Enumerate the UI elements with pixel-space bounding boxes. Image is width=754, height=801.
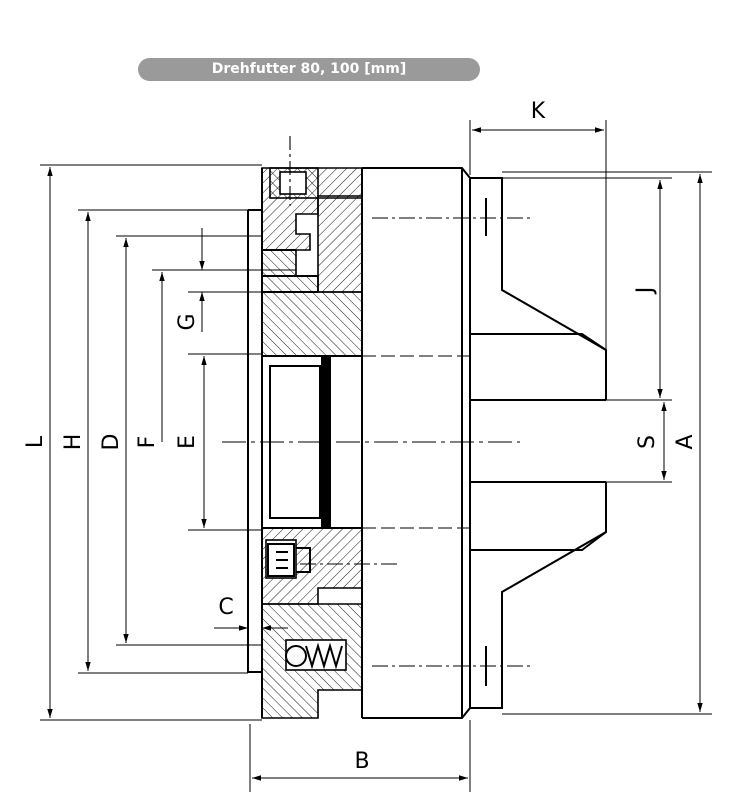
dim-label-S: S (635, 435, 660, 449)
dim-label-H: H (61, 434, 86, 451)
dim-label-B: B (354, 749, 369, 774)
dimension-lines (40, 120, 712, 792)
dim-label-J: J (633, 287, 658, 296)
dim-label-D: D (99, 434, 124, 451)
center-lines (222, 136, 530, 667)
dim-label-K: K (531, 99, 546, 124)
dim-label-L: L (23, 435, 48, 448)
dim-label-G: G (175, 313, 200, 330)
dim-label-F: F (135, 436, 160, 449)
dim-label-E: E (175, 435, 200, 449)
dim-label-A: A (673, 434, 698, 449)
dimension-labels: L H D F G E C B K J S A (23, 99, 698, 774)
dim-label-C: C (218, 595, 233, 620)
drawing-title: Drehfutter 80, 100 [mm] (138, 58, 480, 81)
